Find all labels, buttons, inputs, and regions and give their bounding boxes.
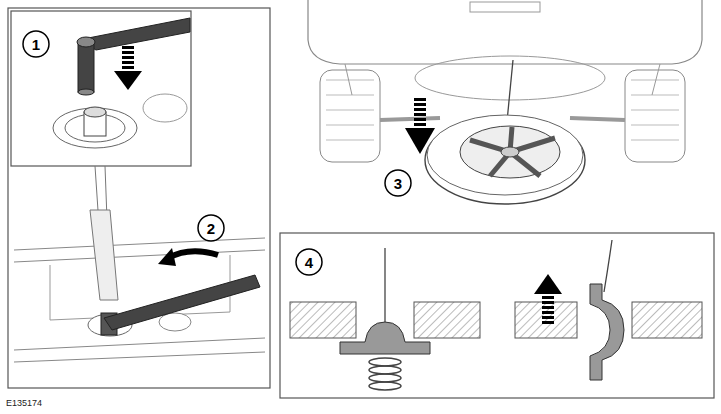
callout-number: 4 bbox=[305, 254, 313, 271]
inset-frame bbox=[11, 11, 191, 166]
panel-frame bbox=[280, 233, 714, 398]
cradle-cross-section bbox=[290, 240, 702, 390]
vehicle-rear bbox=[308, 0, 702, 204]
callout-number: 3 bbox=[394, 175, 402, 192]
callout-circle: 4 bbox=[295, 248, 323, 276]
callout-circle: 1 bbox=[22, 30, 50, 58]
tool-into-socket bbox=[53, 18, 190, 148]
panel-frame bbox=[8, 8, 270, 388]
callout-circle: 2 bbox=[197, 214, 225, 242]
callout-number: 2 bbox=[207, 220, 215, 237]
callout-circle: 3 bbox=[384, 169, 412, 197]
figure-code: E135174 bbox=[6, 398, 42, 408]
callout-number: 1 bbox=[32, 36, 40, 53]
floor-and-handle bbox=[14, 210, 265, 362]
